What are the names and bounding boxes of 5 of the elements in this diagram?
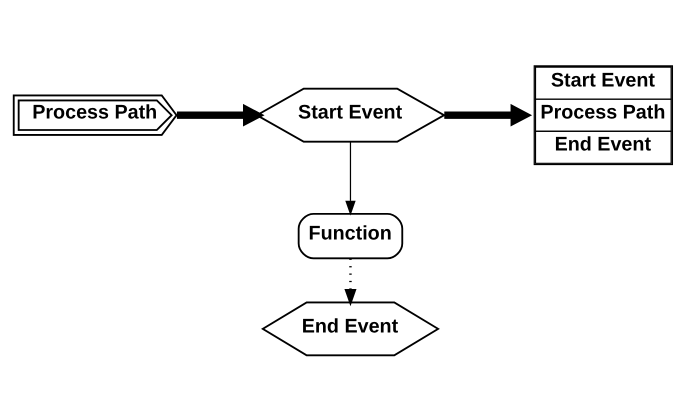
arrow: [176, 103, 265, 126]
node-box: Function: [298, 212, 404, 259]
arrow: [444, 103, 532, 126]
arrow: [344, 258, 357, 306]
arrow: [345, 141, 356, 216]
